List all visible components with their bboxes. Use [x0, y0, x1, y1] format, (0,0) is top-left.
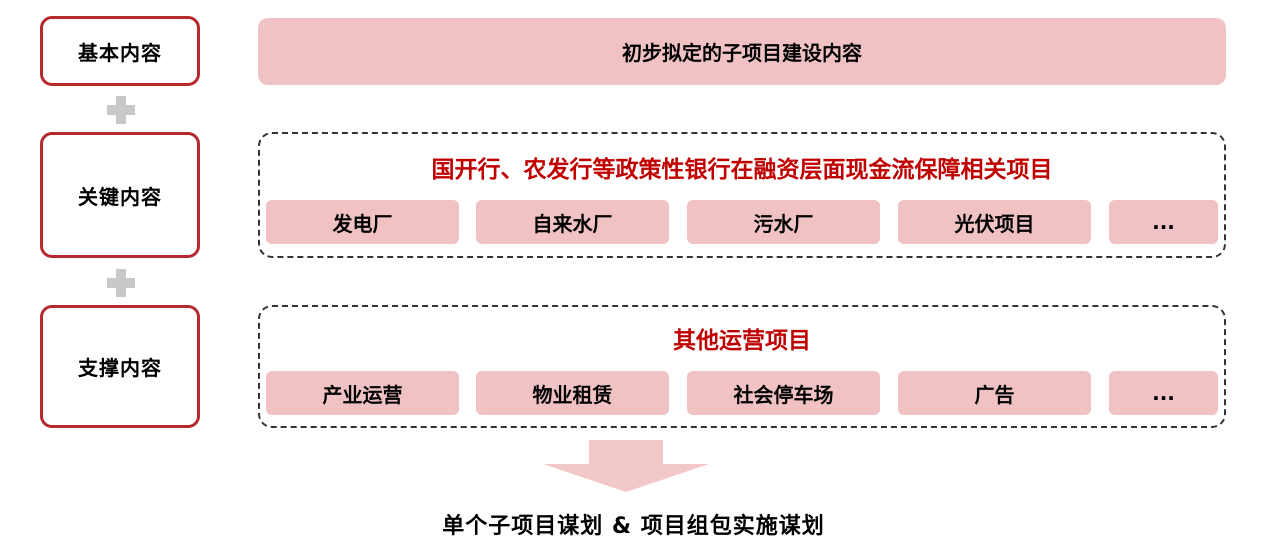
- basic-content-text: 初步拟定的子项目建设内容: [622, 41, 862, 65]
- key-item: 发电厂: [266, 200, 459, 244]
- label-basic-content: 基本内容: [40, 16, 200, 86]
- key-item-label: 光伏项目: [954, 211, 1035, 236]
- key-item: 自来水厂: [476, 200, 669, 244]
- label-key-content: 关键内容: [40, 132, 200, 258]
- key-content-group: 国开行、农发行等政策性银行在融资层面现金流保障相关项目 发电厂 自来水厂 污水厂…: [258, 132, 1226, 258]
- support-item-label: 物业租赁: [532, 382, 613, 407]
- support-item-label: 广告: [974, 382, 1015, 407]
- key-item: 光伏项目: [898, 200, 1091, 244]
- label-support-text: 支撑内容: [78, 356, 162, 380]
- label-basic-text: 基本内容: [78, 40, 162, 65]
- key-group-title: 国开行、农发行等政策性银行在融资层面现金流保障相关项目: [431, 157, 1053, 183]
- support-item-more: ...: [1109, 371, 1218, 415]
- key-item-more: ...: [1109, 200, 1218, 244]
- support-group-title: 其他运营项目: [673, 328, 811, 354]
- support-item-label: 产业运营: [322, 382, 403, 407]
- support-content-group: 其他运营项目 产业运营 物业租赁 社会停车场 广告 ...: [258, 305, 1226, 428]
- support-item: 物业租赁: [476, 371, 669, 415]
- summary-text: 单个子项目谋划 & 项目组包实施谋划: [442, 514, 825, 539]
- key-item-label: 自来水厂: [532, 211, 613, 236]
- arrow-down-shape: [543, 440, 709, 492]
- basic-content-bar: 初步拟定的子项目建设内容: [258, 18, 1226, 85]
- plus-icon: [107, 96, 135, 124]
- plus-icon: [107, 269, 135, 297]
- key-item: 污水厂: [687, 200, 880, 244]
- label-support-content: 支撑内容: [40, 305, 200, 428]
- arrow-down-icon: [543, 440, 709, 492]
- key-item-label: 污水厂: [753, 211, 814, 236]
- support-item: 广告: [898, 371, 1091, 415]
- support-item: 社会停车场: [687, 371, 880, 415]
- support-item: 产业运营: [266, 371, 459, 415]
- support-item-label: 社会停车场: [733, 382, 834, 407]
- support-item-label: ...: [1152, 381, 1175, 405]
- label-key-text: 关键内容: [78, 184, 162, 209]
- key-item-label: ...: [1152, 210, 1175, 234]
- key-item-label: 发电厂: [332, 211, 393, 236]
